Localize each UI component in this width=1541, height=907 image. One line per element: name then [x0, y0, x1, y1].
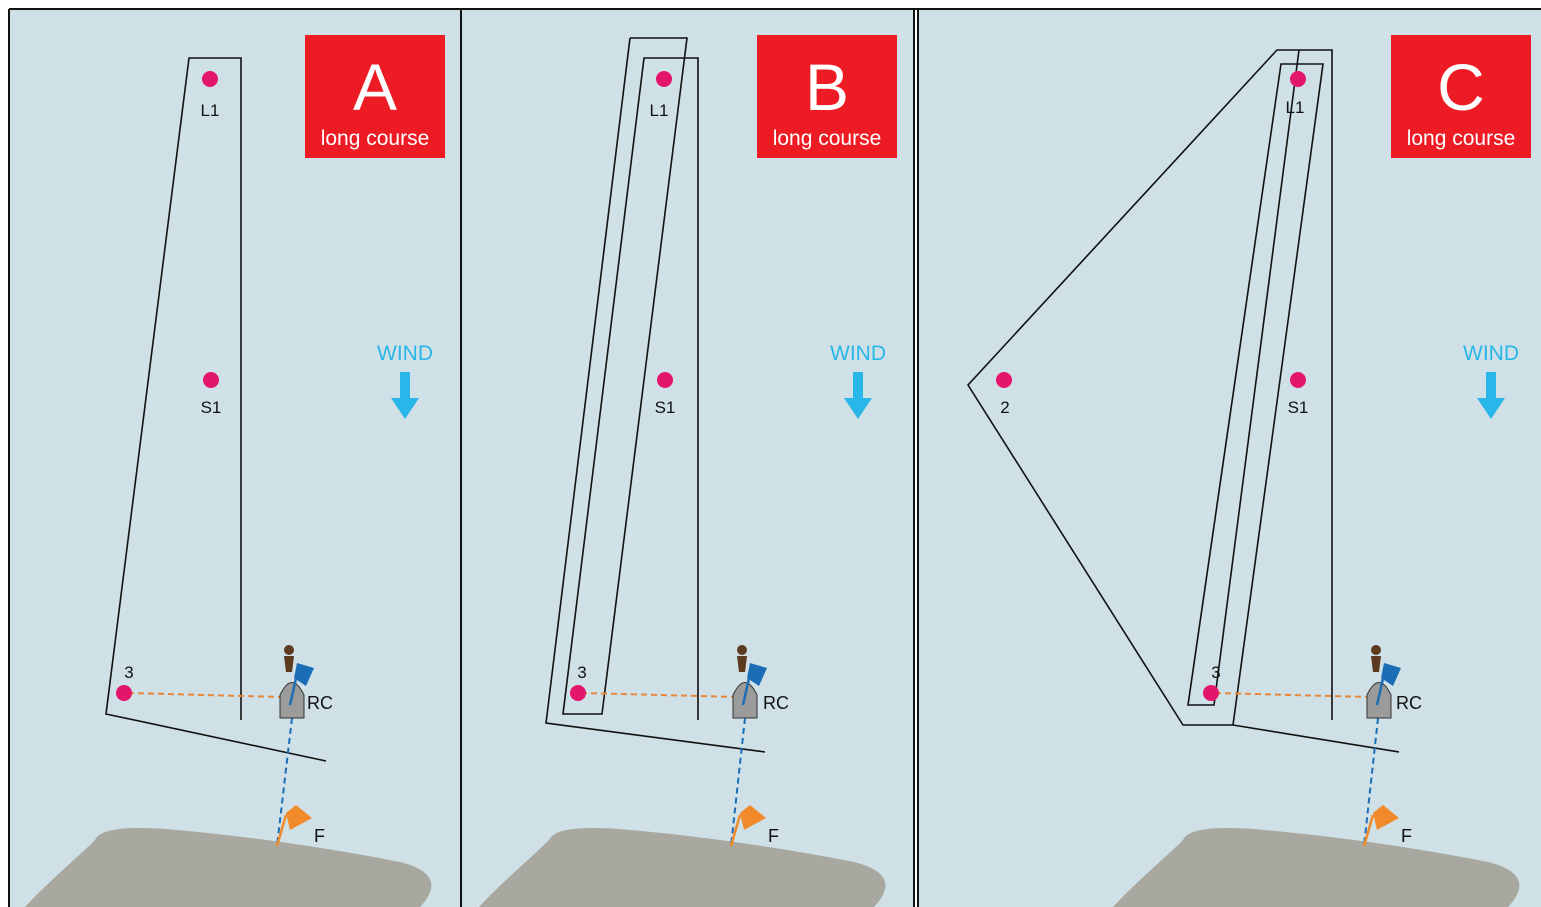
finish-label: F — [1401, 826, 1412, 846]
mark-3 — [1203, 685, 1219, 701]
mark-s1-label: S1 — [1288, 398, 1309, 417]
mark-3-label: 3 — [1211, 663, 1220, 682]
finish-label: F — [768, 826, 779, 846]
mark-2 — [996, 372, 1012, 388]
course-letter: A — [353, 50, 397, 124]
mark-l1 — [202, 71, 218, 87]
course-subtitle: long course — [321, 127, 430, 150]
course-subtitle: long course — [1407, 127, 1516, 150]
panel-b: RC F L1 S1 3 B long course WIND — [461, 9, 915, 907]
wind-label: WIND — [1463, 342, 1519, 365]
mark-3-label: 3 — [577, 663, 586, 682]
person-icon — [1371, 645, 1381, 655]
course-letter: C — [1437, 50, 1485, 124]
mark-l1-label: L1 — [1286, 98, 1305, 117]
course-badge: A long course — [305, 35, 445, 158]
committee-boat-label: RC — [307, 693, 333, 713]
panel-a: RC F L1 S1 3 A long course WIND — [9, 9, 460, 907]
mark-l1 — [656, 71, 672, 87]
mark-s1-label: S1 — [655, 398, 676, 417]
mark-2-label: 2 — [1000, 398, 1009, 417]
finish-label: F — [314, 826, 325, 846]
mark-l1-label: L1 — [201, 101, 220, 120]
course-subtitle: long course — [773, 127, 882, 150]
wind-label: WIND — [830, 342, 886, 365]
mark-l1-label: L1 — [650, 101, 669, 120]
mark-s1-label: S1 — [201, 398, 222, 417]
person-icon — [737, 645, 747, 655]
mark-s1 — [1290, 372, 1306, 388]
course-letter: B — [805, 50, 849, 124]
course-badge: C long course — [1391, 35, 1531, 158]
mark-3 — [570, 685, 586, 701]
committee-boat-label: RC — [763, 693, 789, 713]
committee-boat-label: RC — [1396, 693, 1422, 713]
mark-l1 — [1290, 71, 1306, 87]
wind-label: WIND — [377, 342, 433, 365]
mark-3 — [116, 685, 132, 701]
mark-s1 — [203, 372, 219, 388]
panel-c: RC F L1 S1 2 3 C long course WIND — [918, 9, 1541, 907]
mark-s1 — [657, 372, 673, 388]
course-badge: B long course — [757, 35, 897, 158]
mark-3-label: 3 — [124, 663, 133, 682]
person-icon — [284, 645, 294, 655]
